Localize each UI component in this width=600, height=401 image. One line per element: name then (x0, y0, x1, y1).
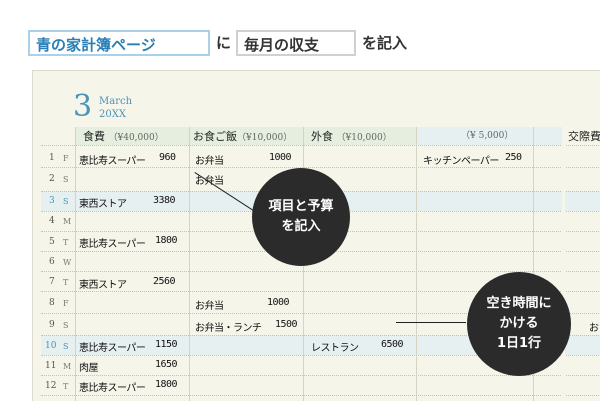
entry-item: 東西ストア (79, 199, 127, 210)
day-number: 7 (49, 277, 55, 287)
header: 青の家計簿ページ に 毎月の収支 を記入 (0, 0, 600, 70)
weekday: T (63, 238, 69, 247)
entry-amount: 1800 (155, 379, 178, 390)
entry-amount: 1000 (269, 152, 292, 163)
category-header: （¥ 5,000） (461, 131, 514, 141)
entry-amount: 3380 (153, 195, 176, 206)
ledger-page: 3 March 20XX 食費 （¥40,000） お食ご飯（¥10,000） (32, 70, 600, 401)
entry-amount: 960 (159, 152, 176, 163)
column-rule (533, 127, 534, 401)
day-number: 8 (49, 298, 55, 308)
month-year: 20XX (99, 109, 126, 120)
entry-item: お (589, 323, 599, 334)
callout-leader-line (396, 322, 466, 323)
category-header: 外食 （¥10,000） (311, 130, 392, 143)
saturday-row-shade (41, 335, 600, 355)
day-number: 5 (49, 237, 55, 247)
entry-item: 恵比寿スーパー (79, 343, 146, 354)
weekday: F (63, 299, 69, 308)
entry-item: レストラン (311, 343, 359, 354)
row-rule (41, 167, 600, 168)
column-gap (562, 127, 565, 401)
weekday: S (63, 197, 69, 206)
row-rule (41, 271, 600, 272)
entry-amount: 6500 (381, 339, 404, 350)
weekday: M (63, 217, 72, 226)
column-rule (189, 127, 190, 401)
day-number: 9 (49, 320, 55, 330)
month-number: 3 (73, 89, 93, 124)
day-number: 1 (49, 153, 55, 163)
callout-enter-items-budget: 項目と予算を記入 (252, 168, 350, 266)
weekday: T (63, 278, 69, 287)
entry-item: お弁当・ランチ (195, 323, 262, 334)
day-number: 3 (49, 196, 55, 206)
entry-amount: 1000 (267, 297, 290, 308)
connector-text-ni: に (216, 34, 232, 52)
entry-item: 肉屋 (79, 363, 99, 374)
header-band-right (416, 127, 562, 145)
day-number: 11 (45, 361, 57, 371)
row-rule (41, 375, 600, 376)
day-number: 2 (49, 174, 55, 184)
entry-amount: 250 (505, 152, 522, 163)
day-number: 10 (45, 341, 57, 351)
row-rule (41, 395, 600, 396)
category-header: お食ご飯（¥10,000） (193, 130, 293, 143)
weekday: S (63, 342, 69, 351)
row-rule (41, 291, 600, 292)
day-number: 12 (45, 381, 57, 391)
category-header: 食費 （¥40,000） (83, 130, 164, 143)
entry-item: キッチンペーパー (423, 156, 499, 167)
weekday: W (63, 258, 72, 267)
header-band (75, 127, 416, 145)
weekday: T (63, 382, 69, 391)
entry-item: 東西ストア (79, 280, 127, 291)
entry-item: 恵比寿スーパー (79, 156, 146, 167)
entry-amount: 1800 (155, 235, 178, 246)
weekday: S (63, 321, 69, 330)
entry-amount: 1650 (155, 359, 178, 370)
month-name: March (99, 96, 133, 107)
entry-amount: 1500 (275, 319, 298, 330)
category-header: 交際費 (568, 130, 600, 143)
row-rule (41, 145, 600, 146)
entry-item: お弁当 (195, 301, 224, 312)
entry-item: 恵比寿スーパー (79, 239, 146, 250)
row-rule (41, 355, 600, 356)
monthly-balance-tag: 毎月の収支 (236, 30, 356, 56)
entry-item: お弁当 (195, 156, 224, 167)
day-number: 4 (49, 216, 55, 226)
weekday: F (63, 154, 69, 163)
row-rule (41, 313, 600, 314)
row-rule (41, 335, 600, 336)
column-rule (75, 127, 76, 401)
connector-text-wo-kinyu: を記入 (362, 34, 408, 52)
column-rule (416, 127, 417, 401)
blue-page-tag: 青の家計簿ページ (28, 30, 210, 56)
entry-amount: 1150 (155, 339, 178, 350)
weekday: M (63, 362, 72, 371)
weekday: S (63, 175, 69, 184)
entry-item: 恵比寿スーパー (79, 383, 146, 394)
day-number: 6 (49, 257, 55, 267)
entry-amount: 2560 (153, 276, 176, 287)
